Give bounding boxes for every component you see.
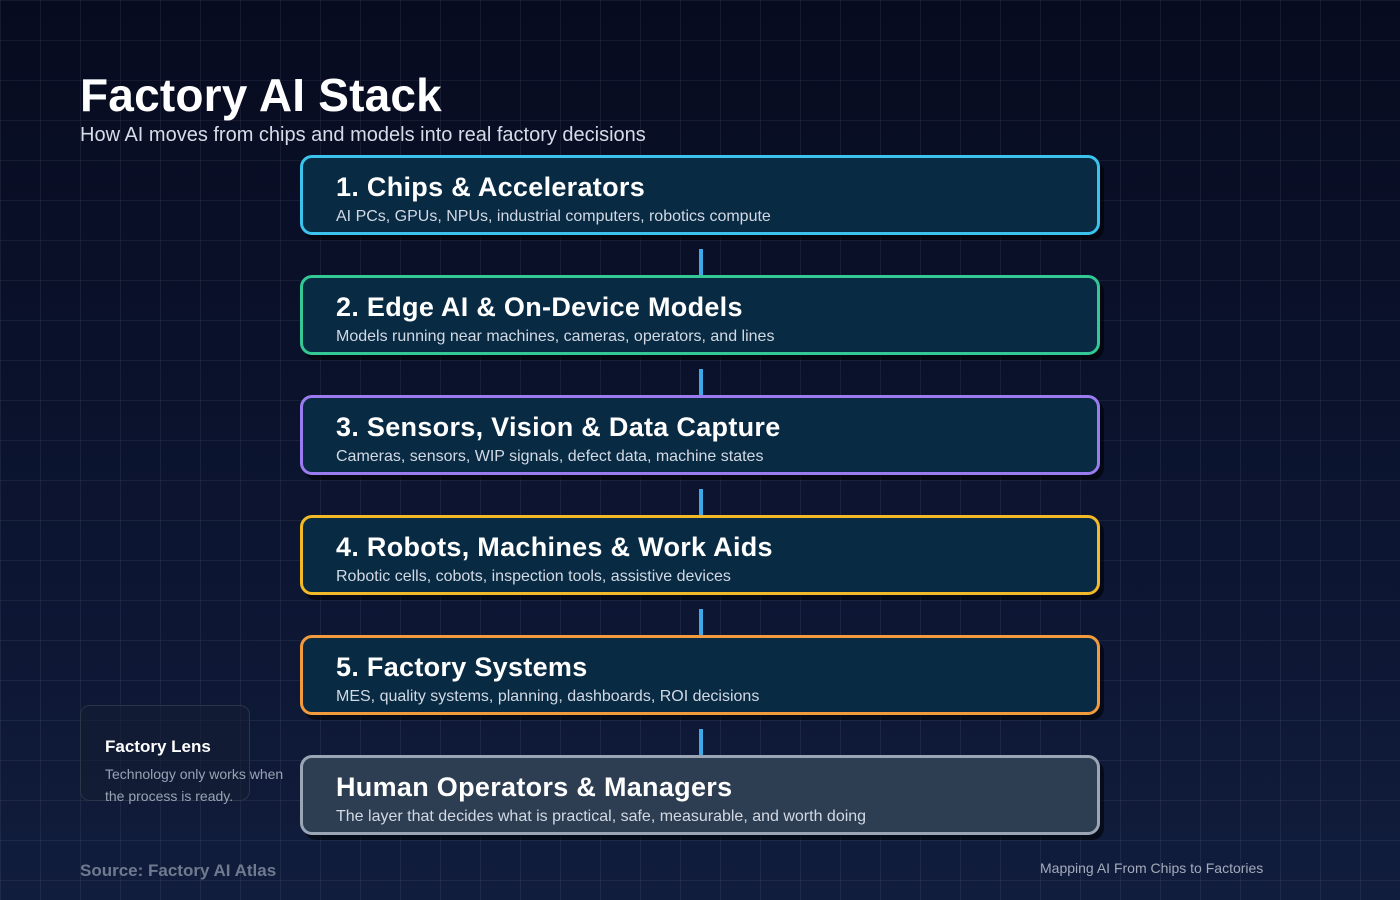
page-subtitle: How AI moves from chips and models into … [80,124,646,146]
layer-description: Cameras, sensors, WIP signals, defect da… [336,448,764,466]
layer-edge-ai-models: 2. Edge AI & On-Device Models Models run… [300,275,1100,355]
connector-line [699,369,703,395]
layer-title: 2. Edge AI & On-Device Models [336,292,743,322]
layer-title: 3. Sensors, Vision & Data Capture [336,412,781,442]
connector-line [699,489,703,515]
layer-title: 1. Chips & Accelerators [336,172,646,202]
layer-title: Human Operators & Managers [336,772,733,802]
layer-title: 5. Factory Systems [336,652,588,682]
layer-description: Models running near machines, cameras, o… [336,328,775,346]
factory-lens-title: Factory Lens [105,737,211,756]
layer-description: Robotic cells, cobots, inspection tools,… [336,568,731,586]
factory-lens-card [80,705,250,801]
connector-line [699,609,703,635]
layer-description: The layer that decides what is practical… [336,808,867,826]
connector-line [699,249,703,275]
factory-lens-text: Technology only works when the process i… [105,766,284,804]
layer-human-operators: Human Operators & Managers The layer tha… [300,755,1100,835]
layer-description: MES, quality systems, planning, dashboar… [336,688,760,706]
page-title: Factory AI Stack [80,69,442,121]
layer-robots-machines: 4. Robots, Machines & Work Aids Robotic … [300,515,1100,595]
layer-title: 4. Robots, Machines & Work Aids [336,532,773,562]
layer-description: AI PCs, GPUs, NPUs, industrial computers… [336,208,771,226]
footer-tagline: Mapping AI From Chips to Factories [1040,860,1264,876]
connector-line [699,729,703,755]
layer-chips-accelerators: 1. Chips & Accelerators AI PCs, GPUs, NP… [300,155,1100,235]
layer-sensors-vision-data: 3. Sensors, Vision & Data Capture Camera… [300,395,1100,475]
source-credit: Source: Factory AI Atlas [80,861,277,880]
layer-factory-systems: 5. Factory Systems MES, quality systems,… [300,635,1100,715]
